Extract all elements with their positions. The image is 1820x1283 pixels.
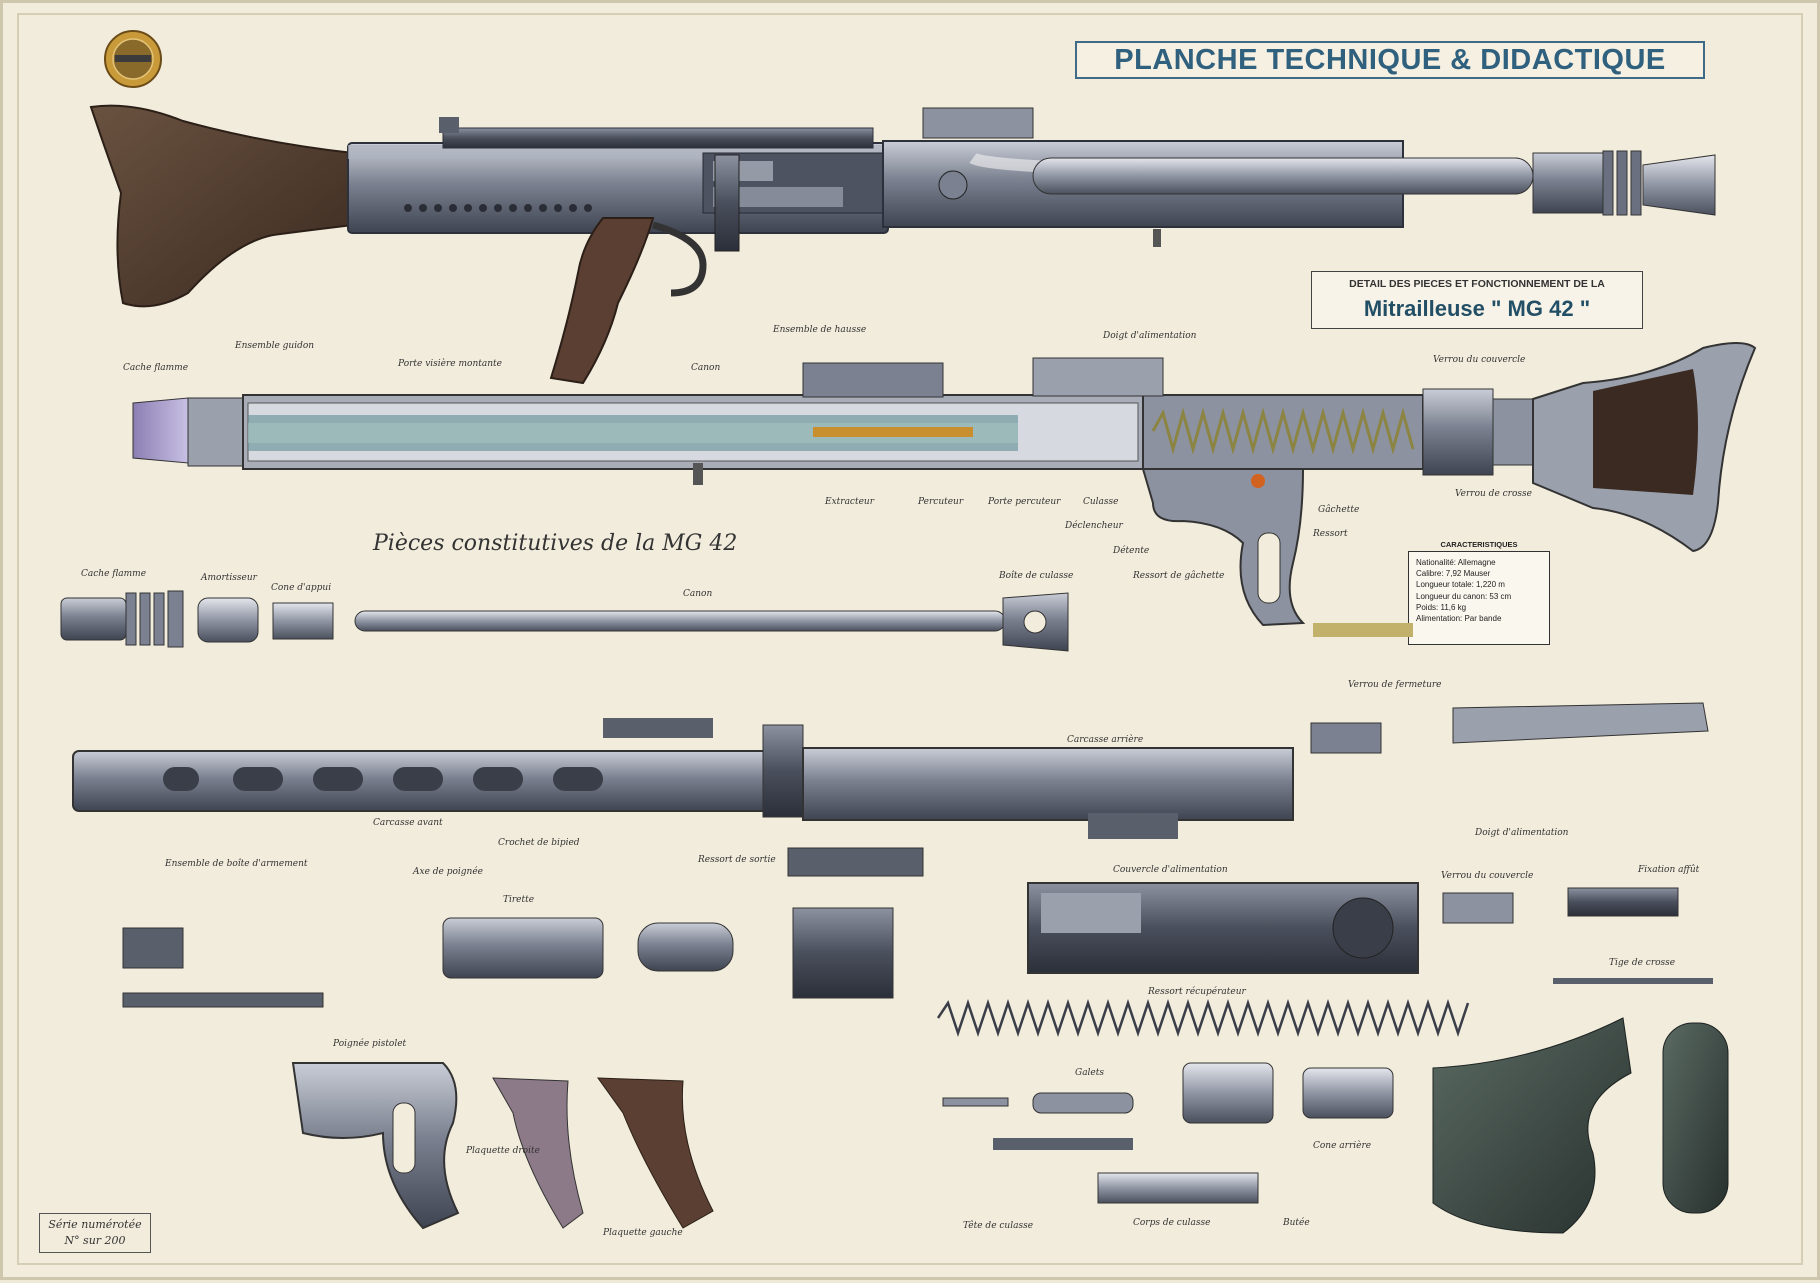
label-corps-culasse: Corps de culasse xyxy=(1133,1218,1211,1228)
part-grip-plate-left xyxy=(597,1077,714,1229)
exploded-parts xyxy=(60,590,1729,1234)
label-verrou-couvercle2: Verrou du couvercle xyxy=(1441,871,1534,881)
label-axe-poignee: Axe de poignée xyxy=(413,867,483,877)
part-bolt-body xyxy=(1182,1062,1274,1124)
label-crochet-bipied: Crochet de bipied xyxy=(498,838,580,848)
pistol-grip xyxy=(549,217,655,385)
label-cache-flamme2: Cache flamme xyxy=(81,569,147,579)
char-line: Longueur du canon: 53 cm xyxy=(1416,591,1512,601)
char-line: Longueur totale: 1,220 m xyxy=(1416,580,1505,590)
label-carcasse-arriere: Carcasse arrière xyxy=(1067,735,1144,745)
mg42-cutaway-view xyxy=(132,342,1757,627)
part-flash-hider xyxy=(60,597,127,641)
serie-box: Série numérotée N° sur 200 xyxy=(39,1213,151,1253)
part-buttplate xyxy=(1662,1022,1729,1214)
label-cache-flamme: Cache flamme xyxy=(123,363,189,373)
characteristics-heading: CARACTERISTIQUES xyxy=(1440,540,1518,549)
serie-line2: N° sur 200 xyxy=(64,1234,126,1247)
label-galets: Galets xyxy=(1075,1068,1104,1078)
receiver-holes xyxy=(404,204,592,212)
label-ensemble-guidon: Ensemble guidon xyxy=(235,341,315,351)
label-percuteur: Percuteur xyxy=(918,497,964,507)
part-trigger-housing xyxy=(291,1062,460,1230)
char-line: Calibre: 7,92 Mauser xyxy=(1416,569,1491,579)
char-line: Poids: 11,6 kg xyxy=(1416,602,1467,612)
label-ressort-sortie: Ressort de sortie xyxy=(698,855,776,865)
part-sleeve xyxy=(197,597,259,643)
parts-subtitle: Pièces constitutives de la MG 42 xyxy=(373,531,738,556)
buttstock xyxy=(89,104,354,308)
detail-line1: DETAIL DES PIECES ET FONCTIONNEMENT DE L… xyxy=(1349,278,1605,290)
recoil-spring xyxy=(1151,407,1415,455)
label-plaquette-droite: Plaquette droite xyxy=(466,1146,540,1156)
label-carcasse-avant: Carcasse avant xyxy=(373,818,443,828)
label-tirette: Tirette xyxy=(503,895,535,905)
label-verrou-crosse: Verrou de crosse xyxy=(1455,489,1532,499)
serie-line1: Série numérotée xyxy=(48,1218,142,1231)
label-verrou-couvercle: Verrou du couvercle xyxy=(1433,355,1526,365)
label-tige-crosse: Tige de crosse xyxy=(1609,958,1676,968)
detail-line2: Mitrailleuse " MG 42 " xyxy=(1363,296,1591,321)
label-boite-culasse: Boîte de culasse xyxy=(999,571,1074,581)
label-porte-visiere: Porte visière montante xyxy=(398,359,502,369)
label-couvercle-alimentation: Couvercle d'alimentation xyxy=(1113,865,1228,875)
muzzle-cone xyxy=(132,397,189,464)
label-extracteur: Extracteur xyxy=(825,497,875,507)
label-doigt-alimentation2: Doigt d'alimentation xyxy=(1475,828,1569,838)
label-plaquette-gauche: Plaquette gauche xyxy=(603,1228,683,1238)
label-doigt-alimentation: Doigt d'alimentation xyxy=(1103,331,1197,341)
label-ressort: Ressort xyxy=(1313,529,1348,539)
label-amortisseur: Amortisseur xyxy=(201,573,257,583)
char-line: Nationalité: Allemagne xyxy=(1416,558,1496,567)
label-detente: Détente xyxy=(1113,546,1150,556)
label-ensemble-hausse: Ensemble de hausse xyxy=(773,325,867,335)
label-butee: Butée xyxy=(1283,1218,1310,1228)
characteristics-box: Nationalité: Allemagne Calibre: 7,92 Mau… xyxy=(1408,551,1550,645)
label-cone-arriere: Cone arrière xyxy=(1313,1141,1372,1151)
part-receiver xyxy=(802,747,1294,821)
part-cone xyxy=(272,602,334,640)
label-tete-culasse: Tête de culasse xyxy=(963,1221,1034,1231)
label-culasse: Culasse xyxy=(1083,497,1119,507)
label-porte-percuteur: Porte percuteur xyxy=(988,497,1061,507)
part-recoil-spring xyxy=(936,999,1470,1037)
label-poignee-pistolet: Poignée pistolet xyxy=(333,1039,407,1049)
label-declencheur: Déclencheur xyxy=(1065,521,1123,531)
part-stock xyxy=(1432,1017,1632,1234)
label-canon: Canon xyxy=(691,363,721,373)
mg42-side-view xyxy=(89,104,1716,385)
poster-title: PLANCHE TECHNIQUE & DIDACTIQUE xyxy=(1075,41,1705,79)
label-ensemble-detente: Ensemble de boîte d'armement xyxy=(165,859,308,869)
detail-box: DETAIL DES PIECES ET FONCTIONNEMENT DE L… xyxy=(1311,271,1643,329)
label-fixation-affut: Fixation affût xyxy=(1638,865,1700,875)
label-gachette: Gâchette xyxy=(1318,505,1360,515)
label-ressort-gachette: Ressort de gâchette xyxy=(1133,571,1225,581)
mg42-illustrations xyxy=(60,104,1757,1234)
label-verrou-fermeture: Verrou de fermeture xyxy=(1348,680,1442,690)
label-ressort-recuperateur: Ressort récupérateur xyxy=(1148,987,1246,997)
char-line: Alimentation: Par bande xyxy=(1416,614,1502,624)
muzzle xyxy=(1532,152,1604,214)
poster-frame xyxy=(17,13,1803,1265)
part-grip-plate-right xyxy=(492,1077,584,1229)
label-canon2: Canon xyxy=(683,589,713,599)
part-barrel xyxy=(354,610,1006,632)
label-cone-appui: Cone d'appui xyxy=(271,583,332,593)
